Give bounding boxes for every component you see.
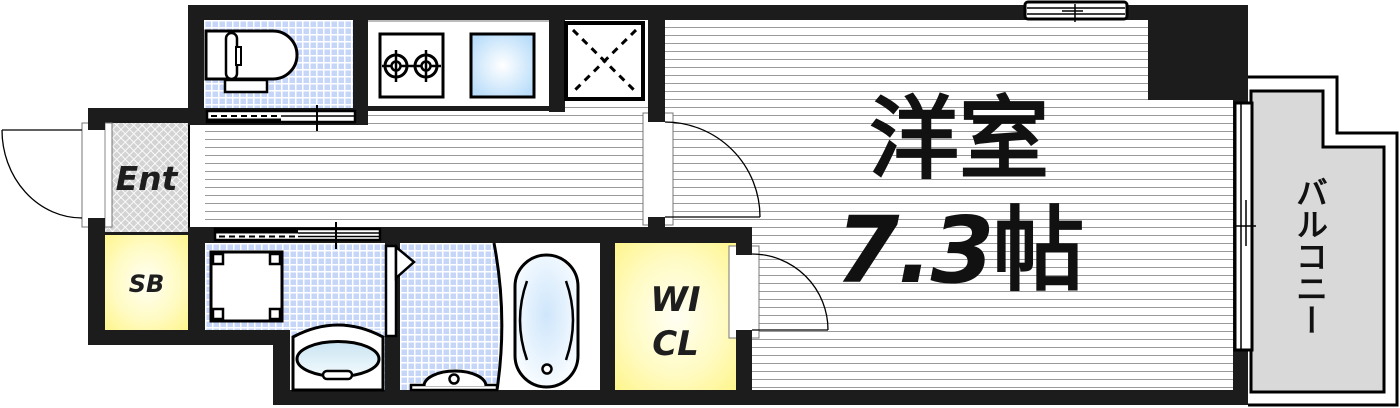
wall-washroom-lower-left	[273, 330, 290, 405]
bathroom-floor	[400, 243, 600, 390]
walk-in-closet-label-line2: CL	[652, 324, 699, 364]
refrigerator-area	[565, 20, 648, 102]
entrance-door-swing	[1, 129, 83, 219]
washroom-floor	[205, 243, 385, 330]
wall-room-left-upper	[648, 5, 665, 122]
walk-in-closet-label: WI CL	[615, 278, 736, 366]
wall-closet-right	[736, 227, 752, 390]
wall-entrance-top	[88, 108, 205, 123]
wall-shoebox-right	[188, 227, 205, 345]
structural-column	[1148, 5, 1248, 100]
shoe-box-label: SB	[128, 270, 165, 298]
entrance-shoebox-line	[105, 232, 188, 235]
kitchen-counter	[368, 20, 549, 108]
entrance-step	[188, 124, 205, 230]
wall-toilet-kitchen	[353, 5, 368, 125]
wall-washroom-bath	[385, 227, 400, 390]
western-room-name: 洋室	[869, 87, 1049, 192]
western-room-size: 7.3帖	[820, 201, 1100, 301]
toilet-room-floor	[204, 20, 353, 108]
wall-entrance-left-lower	[88, 218, 105, 345]
wall-lower-band	[188, 227, 752, 243]
balcony-label: バルコニー	[1291, 176, 1329, 336]
entrance-floor	[105, 123, 188, 233]
wall-bottom	[273, 390, 1248, 405]
wall-entrance-left-upper	[88, 108, 105, 130]
entrance-label: Ent	[115, 159, 178, 198]
wall-top	[188, 5, 1248, 20]
walk-in-closet-floor	[615, 243, 736, 390]
washroom-floor-lower	[290, 330, 385, 390]
wall-toilet-bottom	[204, 108, 365, 125]
shoe-box-floor	[105, 235, 188, 330]
wall-room-right	[1233, 100, 1248, 405]
room-size-unit: 帖	[992, 197, 1085, 304]
room-size-value: 7.3	[835, 197, 995, 304]
walk-in-closet-label-line1: WI	[650, 280, 701, 320]
wall-shoebox-bottom	[88, 330, 290, 345]
kitchen-counter-edge	[368, 106, 553, 111]
wall-kitchen-storage	[549, 20, 565, 112]
wall-toilet-left	[188, 5, 204, 125]
wall-bath-closet	[600, 227, 615, 390]
